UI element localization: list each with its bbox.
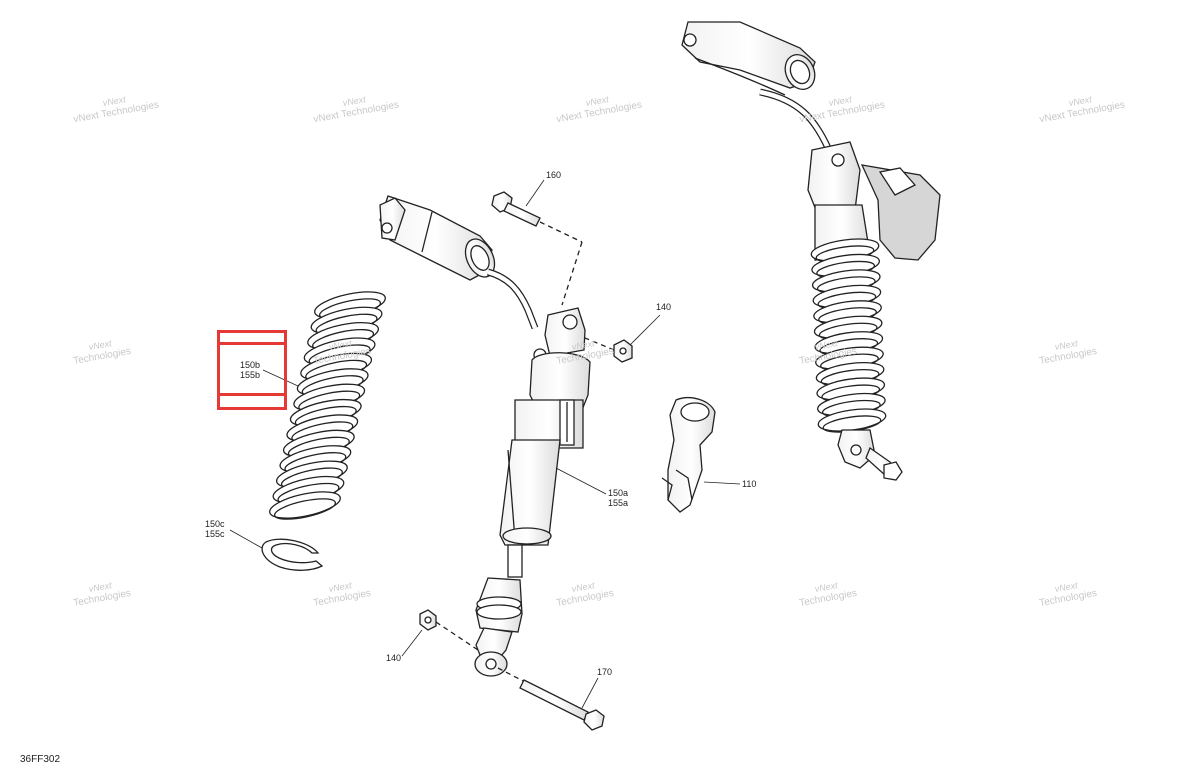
- callout-140-bottom[interactable]: 140: [386, 653, 402, 663]
- spring-coil-inner: [273, 498, 337, 520]
- callout-150c[interactable]: 150c: [205, 519, 225, 529]
- bolt-170: [497, 667, 605, 731]
- coil-spring: [269, 291, 386, 520]
- leader-lines: [229, 179, 741, 709]
- coil-spring-assembled: [810, 238, 887, 433]
- spring-retainer: [261, 538, 324, 571]
- callout-155b[interactable]: 155b: [240, 370, 261, 380]
- bolt-160: [491, 191, 583, 306]
- callout-110[interactable]: 110: [742, 479, 757, 489]
- shock-protector: [661, 397, 716, 513]
- shock-absorber-center: [379, 195, 591, 677]
- callout-155a[interactable]: 155a: [608, 498, 629, 508]
- callout-150a[interactable]: 150a: [608, 488, 629, 498]
- nut-140-top: [584, 337, 633, 363]
- shock-absorber-assembled: [681, 21, 941, 261]
- nut-140-bottom: [419, 609, 479, 651]
- callout-170[interactable]: 170: [597, 667, 613, 677]
- callout-155c[interactable]: 155c: [205, 529, 225, 539]
- highlight-divider-bottom: [217, 393, 287, 396]
- highlight-divider-top: [217, 342, 287, 345]
- callout-160[interactable]: 160: [546, 170, 562, 180]
- callout-140-top[interactable]: 140: [656, 302, 672, 312]
- diagram-id: 36FF302: [20, 754, 61, 765]
- callout-150b[interactable]: 150b: [240, 360, 261, 370]
- shock-lower-mount: [837, 429, 903, 481]
- highlight-box-150b[interactable]: [217, 330, 287, 410]
